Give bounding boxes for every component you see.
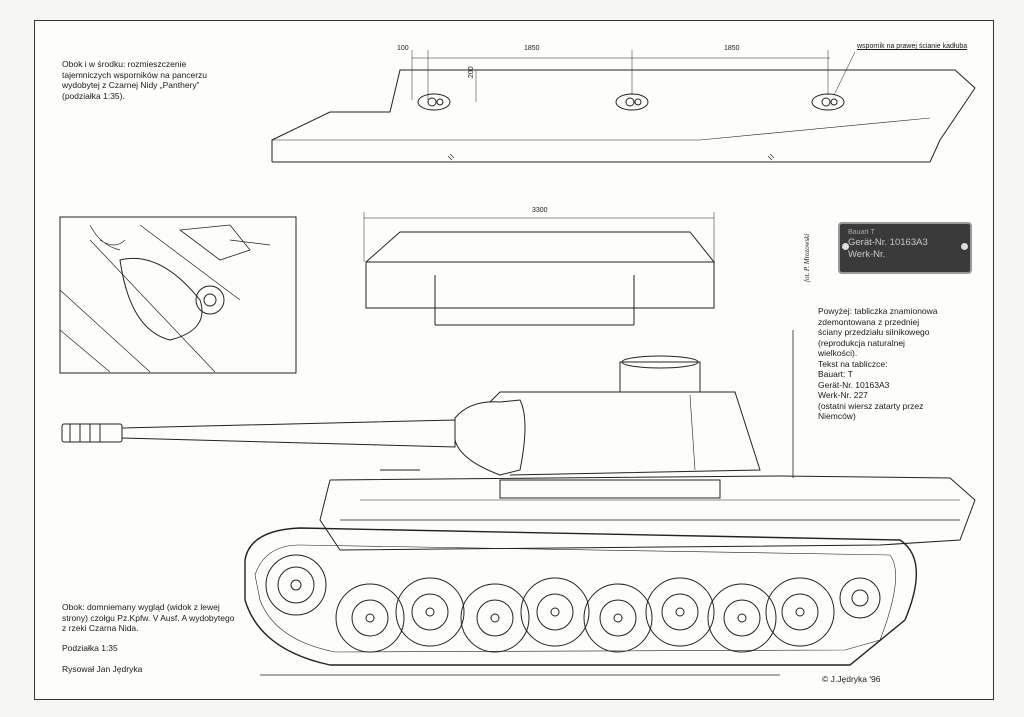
plate-line-2: Gerät-Nr. 10163A3 bbox=[848, 237, 928, 248]
bracket-label: wspornik na prawej ścianie kadłuba bbox=[857, 43, 968, 50]
bracket-2 bbox=[615, 93, 649, 111]
plate-note-line: Gerät-Nr. 10163A3 bbox=[818, 379, 890, 390]
bracket-detail-sketch bbox=[59, 216, 297, 374]
dim-1850-a: 1850 bbox=[524, 45, 540, 52]
plate-hole-left bbox=[842, 243, 849, 250]
plate-note-line: (reprodukcja naturalnej bbox=[818, 337, 905, 348]
plate-note-line: (ostatni wiersz zatarty przez bbox=[818, 400, 924, 411]
dim-3300: 3300 bbox=[532, 207, 548, 214]
copyright-label: © J.Jędryka '96 bbox=[822, 674, 881, 684]
plate-note-line: zdemontowana z przedniej bbox=[818, 316, 920, 327]
name-plate-photo: Bauart T Gerät-Nr. 10163A3 Werk-Nr. bbox=[838, 222, 972, 274]
dim-100: 100 bbox=[397, 45, 409, 52]
plate-note-line: wielkości). bbox=[818, 348, 858, 358]
caption-bottom-left: Obok: domniemany wygląd (widok z lewej s… bbox=[62, 602, 235, 633]
tank-side-view bbox=[61, 330, 976, 676]
road-wheels bbox=[335, 577, 835, 653]
hull-side-plate-drawing bbox=[271, 50, 976, 163]
plate-line-3: Werk-Nr. bbox=[848, 249, 886, 260]
dim-1850-b: 1850 bbox=[724, 45, 740, 52]
plate-note-line: Powyżej: tabliczka znamionowa bbox=[818, 306, 938, 316]
plate-note-line: Werk-Nr. 227 bbox=[818, 390, 868, 400]
drawing-sheet bbox=[34, 20, 994, 700]
plate-note-line: ściany przedziału silnikowego bbox=[818, 327, 930, 337]
plate-note-line: Tekst na tabliczce: bbox=[818, 358, 888, 369]
caption-top-left: Obok i w środku: rozmieszczenie tajemnic… bbox=[62, 59, 208, 101]
plate-line-1: Bauart T bbox=[848, 229, 875, 236]
bracket-1 bbox=[417, 93, 451, 111]
author-label: Rysował Jan Jędryka bbox=[62, 664, 143, 674]
hull-top-plate-drawing bbox=[363, 212, 716, 326]
plate-note-line: Niemców) bbox=[818, 411, 856, 421]
plate-hole-right bbox=[961, 243, 968, 250]
bracket-3 bbox=[811, 93, 845, 111]
plate-note-line: Bauart: T bbox=[818, 369, 853, 379]
scale-label: Podziałka 1:35 bbox=[62, 643, 118, 653]
plate-note: Powyżej: tabliczka znamionowa zdemontowa… bbox=[818, 306, 968, 422]
